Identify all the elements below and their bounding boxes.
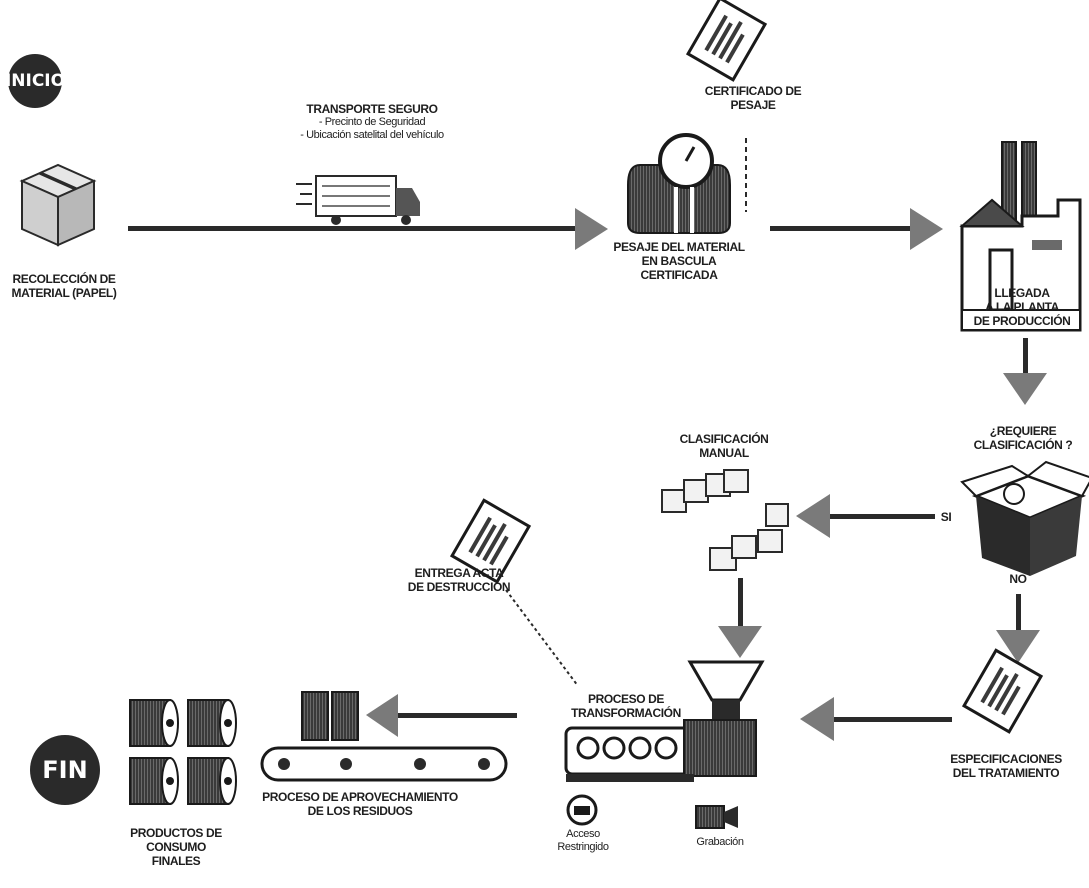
recording-label: Grabación — [696, 836, 744, 848]
flow-arrows — [128, 138, 1047, 741]
end-badge: FIN — [30, 735, 100, 805]
waste-use-label: PROCESO DE APROVECHAMIENTO DE LOS RESIDU… — [262, 790, 458, 818]
specifications-label: ESPECIFICACIONES DEL TRATAMIENTO — [950, 752, 1062, 780]
lock-badge-icon — [566, 794, 598, 826]
arrival-label: LLEGADA A LA PLANTA DE PRODUCCIÓN — [973, 286, 1071, 328]
conveyor-belt-icon — [260, 691, 508, 782]
paper-roll-icon — [129, 699, 237, 805]
cardboard-box-icon — [19, 163, 97, 247]
transformation-label: PROCESO DE TRANSFORMACIÓN — [571, 692, 681, 720]
transport-label: TRANSPORTE SEGURO - Precinto de Segurida… — [300, 102, 444, 141]
final-products-label: PRODUCTOS DE CONSUMO FINALES — [130, 826, 222, 868]
certificate-label: CERTIFICADO DE PESAJE — [704, 84, 802, 112]
stacked-boxes-icon — [661, 469, 789, 571]
destruction-act-label: ENTREGA ACTA DE DESTRUCCIÓN — [407, 566, 511, 594]
weighing-scale-icon — [627, 133, 731, 234]
delivery-truck-icon — [296, 175, 420, 225]
end-label: FIN — [42, 756, 88, 784]
yes-label: SI — [940, 510, 952, 524]
no-label: NO — [1009, 572, 1027, 586]
collection-label: RECOLECCIÓN DE MATERIAL (PAPEL) — [11, 272, 117, 300]
extruder-machine-icon — [564, 660, 765, 782]
open-box-icon — [960, 460, 1089, 576]
manual-sort-label: CLASIFICACIÓN MANUAL — [679, 432, 769, 460]
document-icon — [961, 648, 1044, 734]
factory-icon — [959, 141, 1082, 332]
start-badge: INICIO — [4, 54, 66, 108]
document-icon — [685, 0, 768, 82]
document-icon — [449, 498, 532, 584]
start-label: INICIO — [4, 71, 66, 91]
video-camera-icon — [695, 805, 738, 829]
weighing-label: PESAJE DEL MATERIAL EN BASCULA CERTIFICA… — [613, 240, 745, 282]
restricted-access-label: Acceso Restringido — [557, 828, 609, 853]
decision-label: ¿REQUIERE CLASIFICACIÓN ? — [973, 424, 1073, 452]
